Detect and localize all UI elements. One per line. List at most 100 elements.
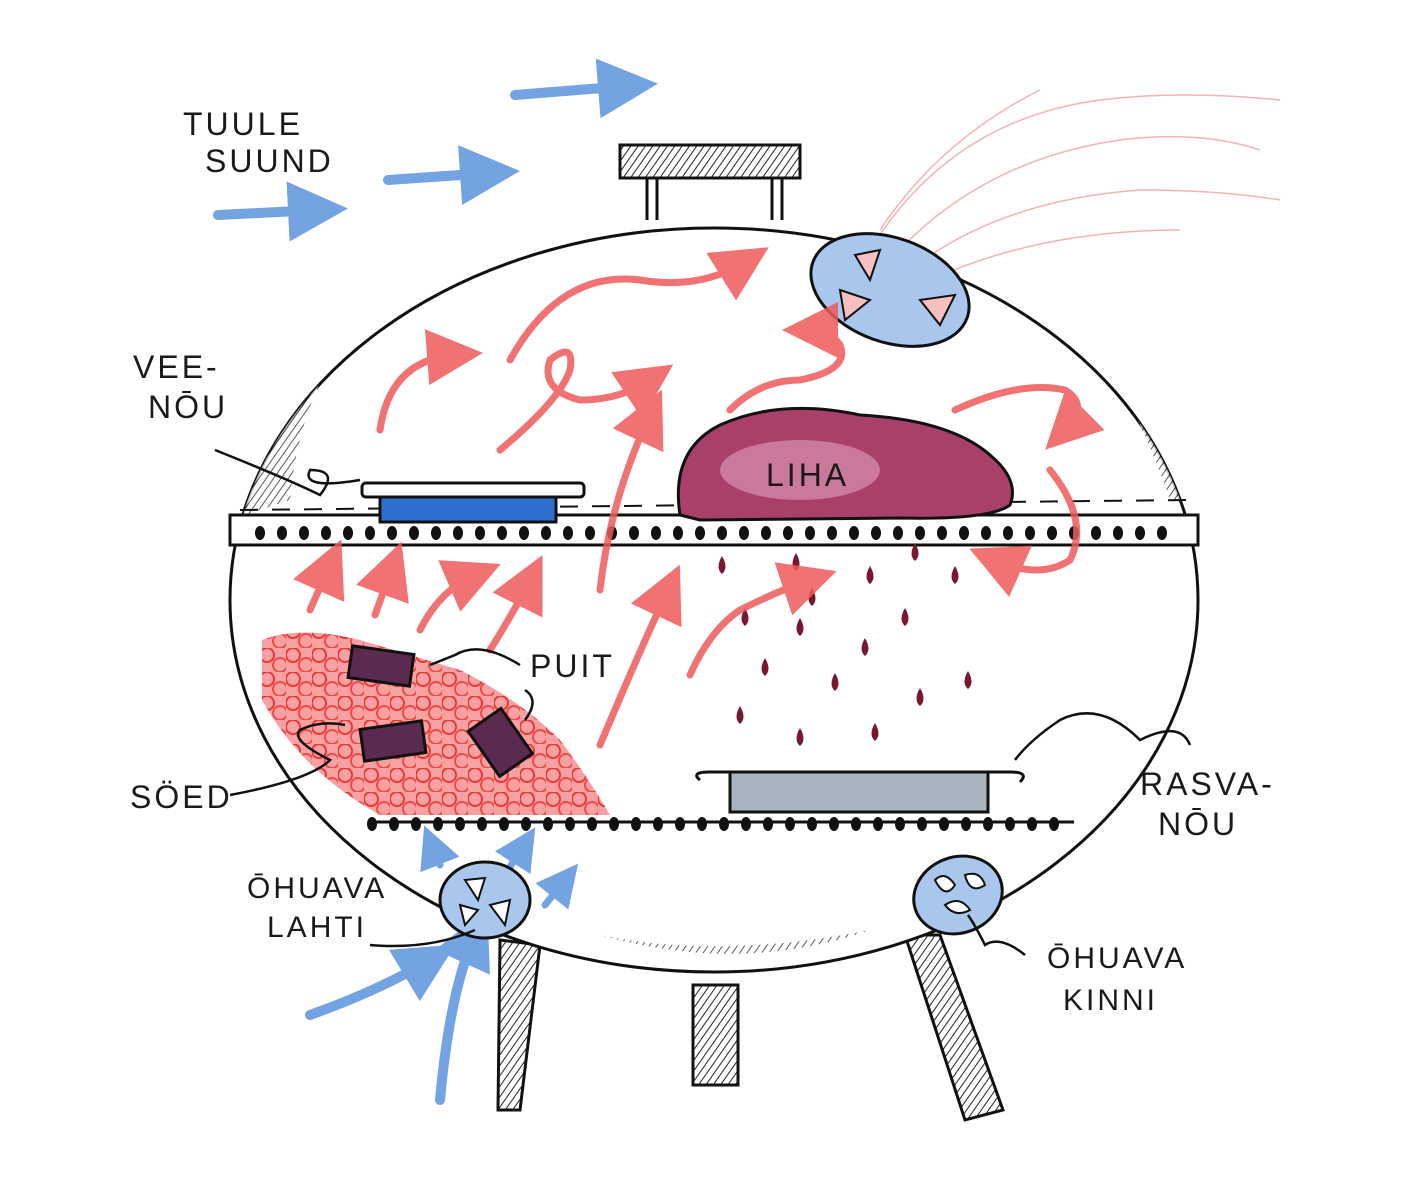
grate-bar (543, 817, 553, 831)
grate-bar (433, 817, 443, 831)
grate-bar (1157, 526, 1167, 540)
grate-bar (411, 817, 421, 831)
heat-flow-arrows (293, 247, 1105, 749)
water-pan-label-2: NŌU (148, 389, 228, 425)
grate-bar (453, 526, 463, 540)
grate-bar (763, 817, 773, 831)
grate-bar (651, 526, 661, 540)
grate-bar (959, 526, 969, 540)
grate-bar (477, 817, 487, 831)
grease-drip (831, 673, 839, 691)
grease-drip (951, 566, 959, 584)
grate-bar (895, 817, 905, 831)
leader-lines (214, 448, 1192, 956)
grate-bar (563, 526, 573, 540)
grease-pan-label: RASVA- (1140, 766, 1275, 802)
grate-bar (1025, 526, 1035, 540)
meat-label: LIHA (766, 457, 849, 493)
grease-drip (736, 706, 744, 724)
grate-bar (827, 526, 837, 540)
grate-bar (807, 817, 817, 831)
grease-drip (861, 638, 869, 656)
grease-drip (911, 543, 919, 561)
grate-bar (609, 817, 619, 831)
wind-direction-label-2: SUUND (205, 143, 334, 179)
grate-bar (277, 526, 287, 540)
grate-bar (1047, 526, 1057, 540)
grate-bar (937, 526, 947, 540)
grease-pan-label-2: NŌU (1158, 806, 1238, 842)
grease-drip (718, 556, 726, 574)
grate-bar (673, 526, 683, 540)
vent-open-label-2: LAHTI (267, 911, 367, 944)
grate-bar (409, 526, 419, 540)
grate-bar (851, 817, 861, 831)
grate-bar (365, 526, 375, 540)
grease-drip (796, 728, 804, 746)
wood-chunk (346, 644, 416, 688)
grate-bar (387, 526, 397, 540)
grill-legs (496, 933, 1005, 1122)
grease-pan (695, 770, 1025, 814)
water-pan (360, 481, 586, 524)
grate-bar (697, 817, 707, 831)
grease-drip (866, 566, 874, 584)
lid-handle (618, 143, 802, 220)
grate-bar (497, 526, 507, 540)
grate-bar (499, 817, 509, 831)
water-pan-label: VEE- (133, 349, 220, 385)
grate-bar (961, 817, 971, 831)
meat (676, 406, 1014, 522)
grate-bar (981, 526, 991, 540)
grate-bar (475, 526, 485, 540)
coals (262, 632, 610, 815)
grate-bar (587, 817, 597, 831)
grate-bar (741, 817, 751, 831)
wood-label: PUIT (530, 648, 615, 684)
vent-open-icon (438, 860, 532, 940)
grease-drip (964, 671, 972, 689)
grate-bar (717, 526, 727, 540)
wind-direction-label: TUULE (183, 106, 303, 142)
grate-bar (783, 526, 793, 540)
grate-bar (871, 526, 881, 540)
grease-drip (741, 608, 749, 626)
grate-bar (785, 817, 795, 831)
grate-bar (343, 526, 353, 540)
grate-bar (321, 526, 331, 540)
wood-chunk (466, 706, 535, 779)
grate-bar (917, 817, 927, 831)
grate-bar (631, 817, 641, 831)
grate-bar (455, 817, 465, 831)
grate-bar (849, 526, 859, 540)
grate-bar (1027, 817, 1037, 831)
grease-drip (901, 608, 909, 626)
grate-bar (1135, 526, 1145, 540)
coals-label: SÖED (130, 779, 233, 815)
grate-bar (519, 526, 529, 540)
grate-bar (983, 817, 993, 831)
grate-bar (1091, 526, 1101, 540)
grate-bar (1005, 817, 1015, 831)
grate-bar (565, 817, 575, 831)
grease-drip (761, 658, 769, 676)
grate-bar (299, 526, 309, 540)
grate-bar (255, 526, 265, 540)
grate-bar (829, 817, 839, 831)
grill-body (228, 226, 1200, 974)
grate-bar (431, 526, 441, 540)
charcoal-grate (367, 817, 1059, 831)
wind-arrows (213, 58, 658, 1105)
vent-closed-label: ŌHUAVA (1047, 942, 1187, 975)
grate-bar (675, 817, 685, 831)
vent-closed-label-2: KINNI (1063, 984, 1158, 1017)
grate-bar (893, 526, 903, 540)
grate-bar (389, 817, 399, 831)
vent-open-label: ŌHUAVA (247, 872, 387, 905)
grate-bar (739, 526, 749, 540)
grate-bar (653, 817, 663, 831)
grate-bar (873, 817, 883, 831)
grate-bar (1049, 817, 1059, 831)
smoke-wisps (869, 89, 1281, 281)
